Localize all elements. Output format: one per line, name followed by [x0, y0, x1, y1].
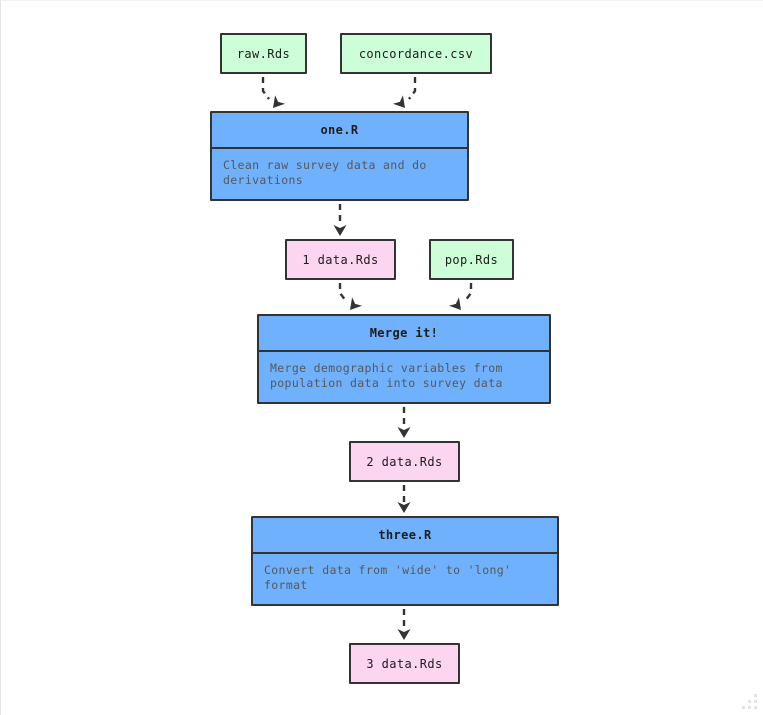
node-one-description-text: Clean raw survey data and do derivations	[223, 158, 427, 187]
node-raw[interactable]: raw.Rds	[220, 33, 307, 74]
node-merge-title: Merge it!	[259, 316, 549, 352]
node-one-label: one.R	[320, 123, 359, 137]
resize-grip-icon[interactable]	[722, 674, 762, 714]
node-three-title: three.R	[253, 518, 557, 554]
edge-data1-to-merge	[338, 283, 363, 310]
node-data3[interactable]: 3 data.Rds	[349, 643, 460, 684]
node-pop[interactable]: pop.Rds	[429, 239, 514, 280]
node-data3-label: 3 data.Rds	[366, 656, 443, 671]
node-three-label: three.R	[378, 528, 432, 542]
node-one-title: one.R	[212, 113, 467, 149]
edge-concordance-to-one	[392, 77, 417, 108]
edge-three-to-data3	[397, 609, 411, 640]
node-one[interactable]: one.R Clean raw survey data and do deriva…	[210, 111, 469, 201]
node-data2-label: 2 data.Rds	[366, 454, 443, 469]
node-data2[interactable]: 2 data.Rds	[349, 441, 460, 482]
edge-raw-to-one	[261, 77, 286, 108]
node-one-description: Clean raw survey data and do derivations	[212, 149, 467, 199]
node-three[interactable]: three.R Convert data from 'wide' to 'long…	[251, 516, 559, 606]
node-data1-label: 1 data.Rds	[302, 252, 379, 267]
edge-merge-to-data2	[397, 407, 411, 438]
edge-data2-to-three	[397, 485, 411, 513]
node-three-description: Convert data from 'wide' to 'long' forma…	[253, 554, 557, 604]
node-merge-description-text: Merge demographic variables from populat…	[270, 361, 503, 390]
node-concordance-label: concordance.csv	[358, 46, 474, 61]
edge-pop-to-merge	[448, 283, 473, 310]
node-merge[interactable]: Merge it! Merge demographic variables fro…	[257, 314, 551, 404]
node-pop-label: pop.Rds	[444, 252, 499, 267]
node-concordance[interactable]: concordance.csv	[340, 33, 492, 74]
node-three-description-text: Convert data from 'wide' to 'long' forma…	[264, 563, 512, 592]
edge-one-to-data1	[333, 204, 347, 236]
node-raw-label: raw.Rds	[236, 46, 291, 61]
node-merge-label: Merge it!	[369, 326, 439, 340]
node-merge-description: Merge demographic variables from populat…	[259, 352, 549, 402]
node-data1[interactable]: 1 data.Rds	[285, 239, 396, 280]
